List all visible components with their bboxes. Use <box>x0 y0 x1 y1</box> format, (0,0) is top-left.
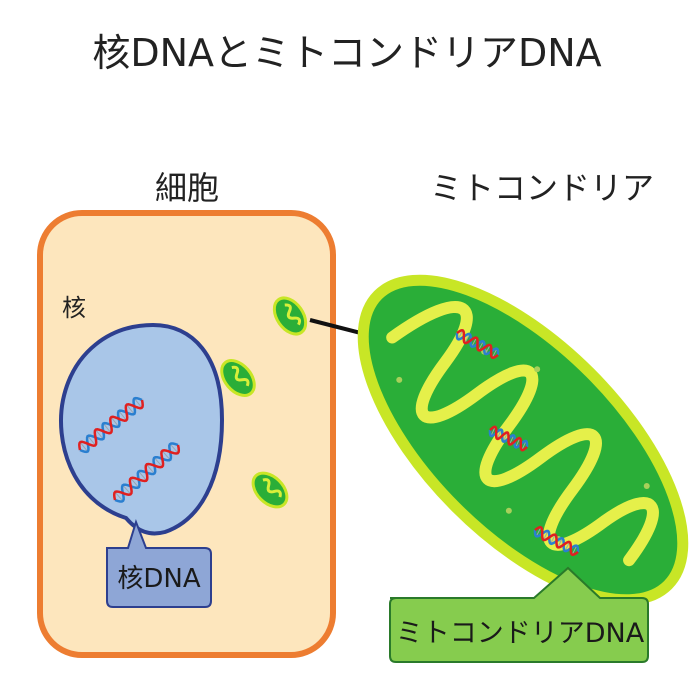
dna-strand <box>112 444 181 501</box>
dna-base-pair <box>490 426 496 437</box>
dna-base-pair <box>79 441 89 452</box>
inner-membrane <box>386 301 659 567</box>
nuclear-dna-callout <box>106 518 212 608</box>
small-mitochondrion-1 <box>272 296 308 336</box>
dna-base-pair <box>95 429 104 440</box>
dna-base-pair <box>133 398 143 409</box>
mito-dna-1 <box>455 329 500 359</box>
dna-base-pair <box>110 416 120 427</box>
page-title: 核DNAとミトコンドリアDNA <box>92 31 602 75</box>
dna-base-pair <box>102 423 112 434</box>
large-mitochondrion <box>357 274 689 606</box>
dna-base-pair <box>502 432 508 442</box>
dna-base-pair <box>146 464 155 474</box>
dna-base-pair <box>543 530 549 541</box>
dna-base-pair <box>161 450 171 461</box>
dna-base-pair <box>484 344 491 355</box>
dna-base-pair <box>87 435 96 446</box>
dna-base-pair <box>126 404 135 415</box>
dna-base-pair <box>114 491 124 502</box>
dna-strand <box>534 525 579 557</box>
dna-base-pair <box>491 348 498 358</box>
dna-strand <box>489 425 528 452</box>
dna-strand <box>78 399 144 451</box>
mito-dna-2 <box>488 425 529 452</box>
dna-base-pair <box>138 471 147 481</box>
dna-base-pair <box>571 545 578 555</box>
dna-base-pair <box>521 440 527 451</box>
dna-base-pair <box>557 538 563 548</box>
small-mitochondrion-2 <box>220 359 256 397</box>
dna-base-pair <box>564 541 570 552</box>
dna-base-pair <box>169 443 179 454</box>
nucleus <box>59 322 225 536</box>
dna-base-pair <box>478 341 484 351</box>
dna-base-pair <box>550 534 556 544</box>
dna-base-pair <box>509 435 515 445</box>
mito-dna-3 <box>533 525 580 557</box>
dna-base-pair <box>515 437 521 448</box>
nuclear-dna-upper <box>78 396 144 454</box>
mito-dna-label: ミトコンドリアDNA <box>395 618 645 649</box>
dna-base-pair <box>153 457 163 468</box>
nuclear-dna-label: 核DNA <box>117 564 201 594</box>
dna-base-pair <box>535 527 542 537</box>
dna-base-pair <box>118 410 127 421</box>
dna-base-pair <box>122 484 132 495</box>
dna-base-pair <box>130 477 140 488</box>
nuclear-dna-lower <box>112 442 181 503</box>
dna-base-pair <box>464 333 471 344</box>
dna-strand <box>456 329 499 359</box>
dna-base-pair <box>471 337 477 347</box>
cell-label: 細胞 <box>155 169 220 207</box>
small-mitochondrion-3 <box>251 471 289 509</box>
mitochondria-label: ミトコンドリア <box>430 169 655 207</box>
mito-dna-callout <box>389 566 649 663</box>
dna-base-pair <box>457 330 464 340</box>
nucleus-label: 核 <box>62 294 86 322</box>
dna-base-pair <box>496 429 502 440</box>
